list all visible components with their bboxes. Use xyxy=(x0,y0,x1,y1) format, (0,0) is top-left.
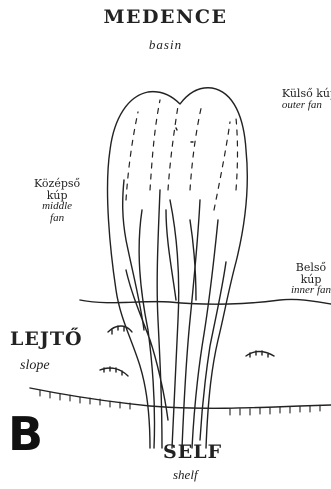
slope-line xyxy=(30,388,331,408)
dashed-channel xyxy=(236,118,238,190)
basin-title-hungarian: MEDENCE xyxy=(0,8,331,28)
panel-letter: B xyxy=(8,410,43,458)
outer-fan-label-hungarian: Külső kúp xyxy=(282,88,331,100)
shelf-label-english: shelf xyxy=(173,468,198,482)
slope-label-english: slope xyxy=(20,359,50,374)
middle-fan-label-english-2: fan xyxy=(34,213,80,225)
gully-mark xyxy=(246,351,274,357)
middle-fan-label-hungarian-1: Középső xyxy=(34,178,80,190)
dashed-channel xyxy=(214,122,230,210)
outer-fan-label-english: outer fan xyxy=(282,100,331,112)
inner-fan-label: Belső kúp inner fan xyxy=(291,262,331,297)
middle-fan-label: Középső kúp middle fan xyxy=(34,178,80,224)
dashed-channel xyxy=(168,106,178,190)
channel xyxy=(157,190,162,448)
middle-fan-label-english-1: middle xyxy=(34,201,80,213)
shelf-label-hungarian: SELF xyxy=(163,443,222,463)
outer-fan-label: Külső kúp outer fan xyxy=(282,88,331,111)
dashed-channel xyxy=(190,104,202,190)
channel xyxy=(182,200,200,448)
basin-title-english: basin xyxy=(0,38,331,52)
channel xyxy=(170,200,179,448)
channel xyxy=(200,262,226,440)
channel xyxy=(139,210,154,448)
dashed-channel xyxy=(126,112,138,200)
inner-fan-label-hungarian-1: Belső xyxy=(291,262,331,274)
speck xyxy=(176,128,177,130)
dashed-channel xyxy=(150,100,160,190)
gully-mark xyxy=(100,367,128,376)
slope-label-hungarian: LEJTŐ xyxy=(10,330,83,350)
channel xyxy=(123,180,144,330)
inner-fan-label-english: inner fan xyxy=(291,285,331,297)
